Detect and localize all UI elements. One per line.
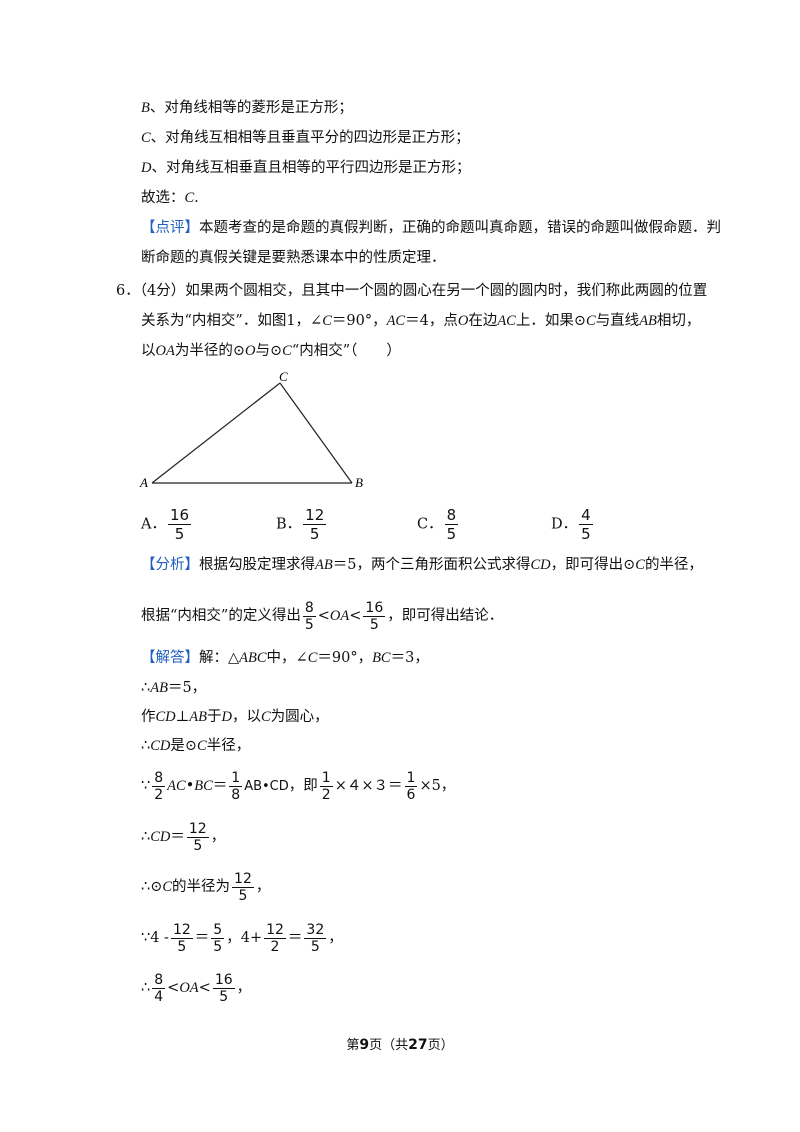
solution-step4: ∴CD是⊙C半径，	[141, 738, 251, 754]
page-total: 27	[408, 1037, 428, 1053]
q6-line2: 关系为“内相交”．如图1，∠C＝90°，AC＝4，点O在边AC上．如果⊙C与直线…	[141, 313, 701, 329]
side-ac	[151, 382, 281, 484]
page-footer: 第9页（共27页）	[346, 1037, 454, 1053]
solution-step3: 作CD⊥AB于D，以C为圆心，	[141, 709, 329, 725]
q6-line3: 以OA为半径的⊙O与⊙C“内相交”（ ）	[141, 343, 401, 359]
solution-step2: ∴AB＝5，	[141, 680, 207, 696]
review-tag: 【点评】	[141, 220, 199, 236]
prev-option-d: D、对角线互相垂直且相等的平行四边形是正方形；	[141, 160, 471, 176]
triangle-figure: A B C	[139, 369, 363, 490]
side-cb	[279, 382, 353, 484]
prev-review-line2: 断命题的真假关键是要熟悉课本中的性质定理．	[141, 250, 446, 266]
prev-option-c: C、对角线互相相等且垂直平分的四边形是正方形；	[141, 130, 470, 146]
prev-option-b: B、对角线相等的菱形是正方形；	[141, 100, 353, 116]
vertex-label-a: A	[139, 475, 148, 490]
page-number: 9	[359, 1037, 370, 1053]
q6-number: 6．	[116, 283, 140, 299]
analysis-tag: 【分析】	[141, 557, 199, 573]
analysis-line1: 【分析】根据勾股定理求得AB＝5，两个三角形面积公式求得CD，即可得出⊙C的半径…	[141, 557, 703, 573]
vertex-label-c: C	[279, 369, 288, 384]
vertex-label-b: B	[355, 475, 363, 490]
q6-line1: 6．（4分）如果两个圆相交，且其中一个圆的圆心在另一个圆的圆内时，我们称此两圆的…	[116, 283, 708, 299]
solution-tag: 【解答】	[141, 650, 199, 666]
prev-review-line1: 【点评】本题考查的是命题的真假判断，正确的命题叫真命题，错误的命题叫做假命题．判	[141, 220, 721, 236]
prev-choice: 故选：C.	[141, 190, 199, 206]
solution-step1: 【解答】解：△ABC中，∠C＝90°，BC＝3，	[141, 650, 429, 666]
